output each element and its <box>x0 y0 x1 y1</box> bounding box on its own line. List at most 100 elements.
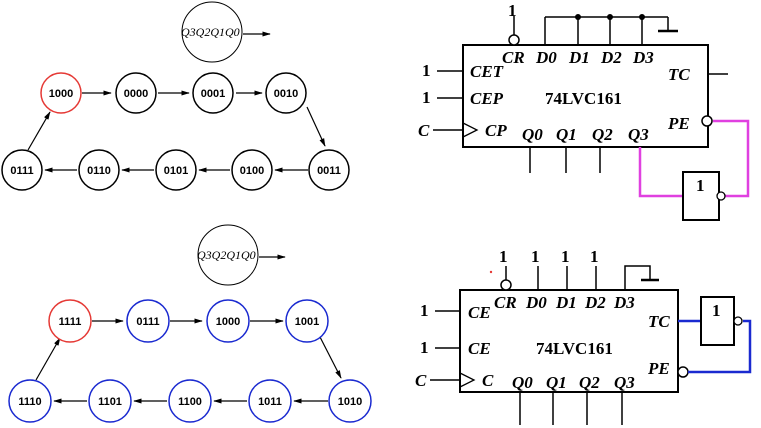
pin-q2: Q2 <box>579 373 600 392</box>
pin-tc: TC <box>668 65 690 84</box>
svg-text:1111: 1111 <box>59 316 82 328</box>
svg-text:0111: 0111 <box>10 165 33 177</box>
svg-text:0011: 0011 <box>317 165 341 177</box>
state-diagram-1: Q3Q2Q1Q0 1000 0000 0001 0010 <box>1 1 350 191</box>
state-node-1110: 1110 <box>8 379 52 423</box>
clock-input-label: C <box>418 121 430 140</box>
state-node-0000: 0000 <box>115 72 157 114</box>
inversion-bubble <box>716 191 726 201</box>
state-legend-circle <box>197 224 259 286</box>
pin-q3: Q3 <box>614 373 635 392</box>
pin-tc: TC <box>648 312 670 331</box>
ce-input-value-2: 1 <box>420 338 429 357</box>
pin-cp: CP <box>485 121 507 140</box>
d0-input-value: 1 <box>531 247 540 266</box>
pin-q0: Q0 <box>512 373 533 392</box>
transition-arrow <box>319 336 342 379</box>
transition-arrow <box>35 337 61 381</box>
state-node-0011: 0011 <box>308 149 350 191</box>
svg-text:1100: 1100 <box>178 396 202 408</box>
state-node-0111: 0111 <box>1 149 43 191</box>
counter-circuit-2: 1 1 1 1 CR D0 D1 D2 D3 1 CE 1 CE C C 74L… <box>415 247 752 425</box>
inversion-bubble <box>733 316 743 326</box>
cep-input-value: 1 <box>422 88 431 107</box>
d1-input-value: 1 <box>561 247 570 266</box>
pin-q0: Q0 <box>522 125 543 144</box>
pin-d3: D3 <box>613 293 635 312</box>
svg-text:0101: 0101 <box>164 165 188 177</box>
svg-text:0001: 0001 <box>201 88 225 100</box>
svg-text:1101: 1101 <box>98 396 122 408</box>
state-node-0001: 0001 <box>192 72 234 114</box>
pin-cep: CEP <box>470 89 504 108</box>
pin-d2: D2 <box>600 48 622 67</box>
state-node-1001: 1001 <box>285 299 329 343</box>
clock-triangle-icon <box>462 122 479 138</box>
state-legend-label: Q3Q2Q1Q0 <box>197 248 256 262</box>
state-node-0110: 0110 <box>78 149 120 191</box>
svg-text:1110: 1110 <box>18 396 41 408</box>
inversion-bubble <box>500 279 512 291</box>
state-legend-circle <box>181 1 243 63</box>
feedback-wire <box>688 319 752 374</box>
pin-q2: Q2 <box>592 125 613 144</box>
pin-ce-1: CE <box>468 303 491 322</box>
svg-text:0000: 0000 <box>124 88 148 100</box>
chip-body <box>462 44 709 148</box>
cet-input-value: 1 <box>422 61 431 80</box>
pin-pe: PE <box>647 359 670 378</box>
state-node-0010: 0010 <box>265 72 307 114</box>
state-node-1000: 1000 <box>40 72 82 114</box>
inversion-bubble <box>677 366 689 378</box>
pin-pe: PE <box>667 114 690 133</box>
state-node-0100: 0100 <box>231 149 273 191</box>
pin-q1: Q1 <box>556 125 577 144</box>
pin-d0: D0 <box>525 293 547 312</box>
state-node-1111: 1111 <box>48 299 92 343</box>
pin-d0: D0 <box>535 48 557 67</box>
svg-text:0110: 0110 <box>87 165 111 177</box>
feedback-wire <box>713 119 750 198</box>
pin-c: C <box>482 371 494 390</box>
state-node-1100: 1100 <box>168 379 212 423</box>
stray-dot <box>489 270 493 274</box>
pin-d3: D3 <box>632 48 654 67</box>
inversion-bubble <box>701 115 713 127</box>
transition-arrow <box>27 111 51 151</box>
state-diagram-2: Q3Q2Q1Q0 1111 0111 1000 1001 <box>8 224 372 423</box>
d2-input-value: 1 <box>590 247 599 266</box>
pin-q1: Q1 <box>546 373 567 392</box>
counter-circuit-1: 1 CR D0 D1 D2 D3 1 CET 1 CEP C CP 74LVC1… <box>418 1 750 221</box>
transition-arrow <box>306 106 326 147</box>
cr-input-value: 1 <box>499 247 508 266</box>
svg-text:1001: 1001 <box>295 316 319 328</box>
pin-d1: D1 <box>555 293 577 312</box>
state-legend-label: Q3Q2Q1Q0 <box>181 25 240 39</box>
svg-text:0111: 0111 <box>136 316 159 328</box>
gate-label: 1 <box>696 176 705 195</box>
svg-text:1000: 1000 <box>49 88 73 100</box>
svg-text:0010: 0010 <box>274 88 298 100</box>
pin-ce-2: CE <box>468 339 491 358</box>
state-node-1011: 1011 <box>248 379 292 423</box>
pin-q3: Q3 <box>628 125 649 144</box>
feedback-wire <box>638 147 683 198</box>
svg-text:1010: 1010 <box>338 396 362 408</box>
svg-text:1000: 1000 <box>216 316 240 328</box>
pin-cet: CET <box>470 62 504 81</box>
chip-name: 74LVC161 <box>545 89 622 108</box>
state-node-0111: 0111 <box>126 299 170 343</box>
pin-cr: CR <box>502 48 525 67</box>
clock-input-label: C <box>415 371 427 390</box>
gate-label: 1 <box>712 301 721 320</box>
state-node-0101: 0101 <box>155 149 197 191</box>
cr-input-value: 1 <box>508 1 517 20</box>
inverter-gate <box>700 296 735 346</box>
state-node-1101: 1101 <box>88 379 132 423</box>
chip-body <box>459 289 679 393</box>
inversion-bubble <box>508 34 520 46</box>
pin-d1: D1 <box>568 48 590 67</box>
state-node-1000: 1000 <box>206 299 250 343</box>
pin-cr: CR <box>494 293 517 312</box>
